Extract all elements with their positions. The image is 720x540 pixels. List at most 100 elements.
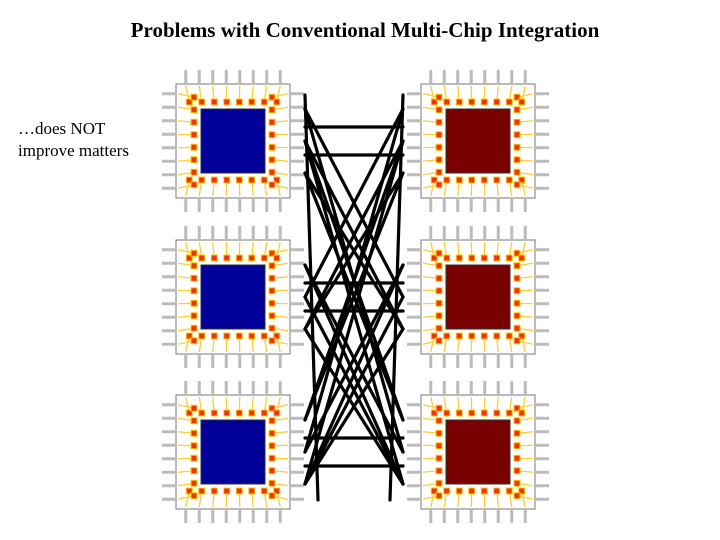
bond-pad: [513, 442, 521, 450]
bond-pad: [235, 487, 243, 495]
bond-pad: [185, 409, 193, 417]
bond-pad: [513, 106, 521, 114]
bond-pad: [268, 479, 276, 487]
bond-pad: [248, 332, 256, 340]
bond-pad: [185, 176, 193, 184]
bond-pad: [248, 98, 256, 106]
bond-pad: [273, 176, 281, 184]
interconnect-wire: [303, 93, 320, 502]
bond-pad: [435, 442, 443, 450]
bond-pad: [210, 98, 218, 106]
bond-pad: [455, 98, 463, 106]
bond-pad: [505, 332, 513, 340]
chip-die: [200, 264, 266, 330]
bond-pad: [268, 404, 276, 412]
bond-pad: [505, 254, 513, 262]
bond-pad: [268, 337, 276, 345]
bond-pad: [435, 168, 443, 176]
bond-pad: [210, 487, 218, 495]
bond-pad: [268, 143, 276, 151]
bond-pad: [435, 429, 443, 437]
bond-pad: [273, 254, 281, 262]
bond-pad: [435, 417, 443, 425]
bond-pad: [235, 409, 243, 417]
bond-pad: [443, 98, 451, 106]
bond-pad: [268, 429, 276, 437]
bond-pad: [435, 287, 443, 295]
bond-pad: [190, 93, 198, 101]
bond-pad: [210, 332, 218, 340]
chip-packages: [162, 70, 549, 523]
interconnect-wire: [303, 327, 405, 486]
bond-pad: [190, 287, 198, 295]
bond-pad: [468, 254, 476, 262]
bond-pad: [190, 454, 198, 462]
bond-pad: [190, 404, 198, 412]
bond-pad: [443, 254, 451, 262]
bond-pad: [513, 249, 521, 257]
bond-pad: [443, 332, 451, 340]
bond-pad: [513, 287, 521, 295]
bond-pad: [513, 479, 521, 487]
bond-pad: [235, 254, 243, 262]
bond-pad: [268, 324, 276, 332]
bond-pad: [435, 312, 443, 320]
bond-pad: [435, 118, 443, 126]
bond-pad: [190, 299, 198, 307]
bond-pad: [435, 131, 443, 139]
bond-pad: [210, 254, 218, 262]
interconnect-wire: [303, 263, 405, 454]
bond-pad: [190, 156, 198, 164]
bond-pad: [513, 274, 521, 282]
bond-pad: [430, 254, 438, 262]
bond-pad: [480, 487, 488, 495]
interconnect-wire: [303, 295, 405, 486]
chip-die: [200, 108, 266, 174]
bond-pad: [260, 176, 268, 184]
bond-pad: [185, 332, 193, 340]
bond-pad: [513, 181, 521, 189]
bond-pad: [435, 467, 443, 475]
bond-pad: [185, 487, 193, 495]
chip-die: [445, 108, 511, 174]
bond-pad: [455, 487, 463, 495]
bond-pad: [435, 106, 443, 114]
bond-pad: [435, 324, 443, 332]
bond-pad: [248, 409, 256, 417]
bond-pad: [198, 98, 206, 106]
bond-pad: [455, 332, 463, 340]
bond-pad: [260, 487, 268, 495]
bond-pad: [443, 176, 451, 184]
bond-pad: [268, 181, 276, 189]
bond-pad: [518, 176, 526, 184]
bond-pad: [268, 156, 276, 164]
bond-pad: [435, 249, 443, 257]
bond-pad: [198, 487, 206, 495]
bond-pad: [493, 98, 501, 106]
bond-pad: [268, 467, 276, 475]
bond-pad: [223, 254, 231, 262]
bond-pad: [430, 176, 438, 184]
bond-pad: [480, 176, 488, 184]
right-chip-package-1: [407, 70, 549, 212]
bond-pad: [268, 299, 276, 307]
bond-pad: [435, 156, 443, 164]
bond-pad: [493, 487, 501, 495]
bond-pad: [248, 487, 256, 495]
bond-pad: [190, 467, 198, 475]
bond-pad: [190, 249, 198, 257]
bond-pad: [190, 324, 198, 332]
bond-pad: [273, 98, 281, 106]
chip-die: [445, 419, 511, 485]
bond-pad: [518, 98, 526, 106]
bond-pad: [480, 254, 488, 262]
bond-pad: [435, 299, 443, 307]
interconnect-wires: [303, 93, 405, 502]
bond-pad: [190, 262, 198, 270]
bond-pad: [235, 98, 243, 106]
bond-pad: [198, 409, 206, 417]
bond-pad: [468, 487, 476, 495]
bond-pad: [190, 106, 198, 114]
bond-pad: [435, 479, 443, 487]
bond-pad: [468, 176, 476, 184]
